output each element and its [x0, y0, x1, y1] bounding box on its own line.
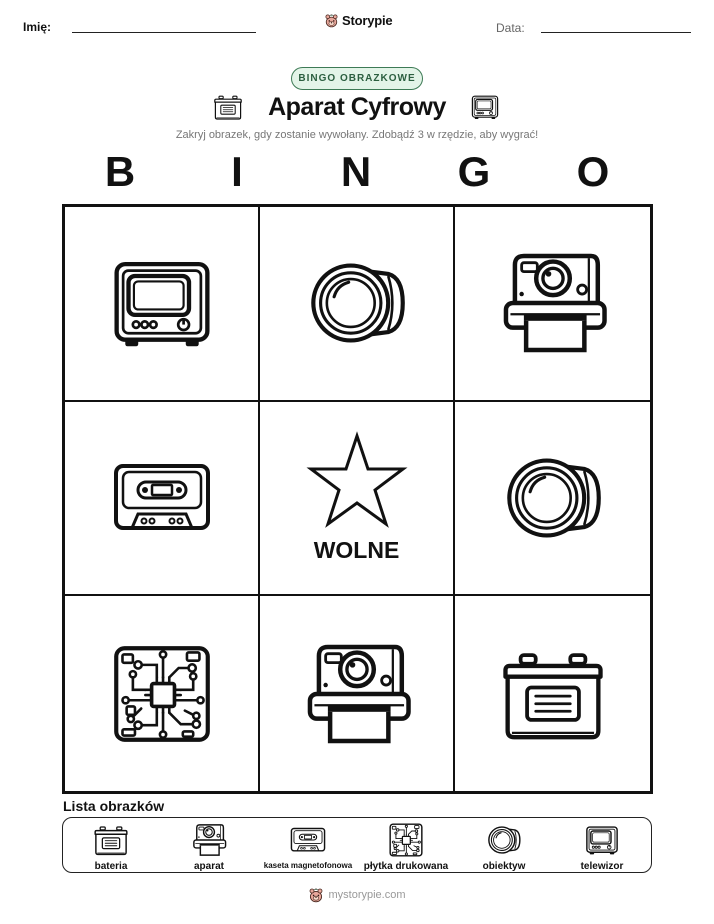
list-item-label: płytka drukowana [363, 861, 449, 872]
list-item: obiektyw [454, 822, 554, 872]
brand-name: Storypie [342, 13, 393, 28]
bingo-cell[interactable] [65, 401, 260, 597]
list-item-label: obiektyw [482, 861, 526, 872]
brand-logo: Storypie [324, 13, 393, 28]
list-item-label: telewizor [580, 861, 624, 872]
footer: mystorypie.com [0, 887, 714, 903]
bingo-cell[interactable] [65, 596, 260, 791]
bingo-letter-o: O [576, 148, 610, 195]
list-item-label: bateria [94, 861, 128, 872]
star-icon [304, 431, 410, 531]
cassette-icon [288, 822, 328, 858]
picture-list: bateria aparat kaseta magnetofonowa płyt… [62, 817, 652, 873]
list-item: płytka drukowana [356, 822, 456, 872]
television-icon [470, 92, 500, 122]
storypie-mascot-icon [308, 887, 324, 903]
date-label: Data: [496, 21, 525, 35]
bingo-cell[interactable] [260, 596, 455, 791]
list-item-label: kaseta magnetofonowa [263, 861, 353, 870]
circuit-board-icon [387, 822, 425, 858]
picture-list-title: Lista obrazków [63, 798, 165, 814]
bingo-letter-b: B [104, 148, 136, 195]
circuit-board-icon [110, 642, 214, 746]
date-line[interactable] [541, 32, 691, 33]
list-item-label: aparat [193, 861, 224, 872]
footer-url[interactable]: mystorypie.com [328, 889, 406, 901]
instant-camera-icon [497, 247, 609, 359]
list-item: bateria [61, 822, 161, 872]
instant-camera-icon [301, 638, 413, 750]
bingo-cell-free[interactable]: WOLNE [260, 401, 455, 597]
list-item: kaseta magnetofonowa [258, 822, 358, 870]
instant-camera-icon [189, 822, 229, 858]
television-icon [106, 249, 218, 357]
bingo-badge: BINGO OBRAZKOWE [291, 67, 423, 90]
bingo-cell[interactable] [455, 402, 650, 597]
bingo-letter-i: I [231, 148, 243, 195]
storypie-mascot-icon [324, 13, 339, 28]
battery-icon [92, 822, 130, 858]
bingo-header: B I N G O [62, 148, 652, 198]
lens-icon [485, 822, 523, 858]
cassette-icon [107, 448, 217, 548]
bingo-cell[interactable] [455, 596, 650, 791]
list-item: telewizor [552, 822, 652, 872]
name-label: Imię: [23, 20, 52, 34]
battery-icon [497, 640, 609, 748]
lens-icon [305, 251, 409, 355]
bingo-cell[interactable] [260, 207, 455, 402]
name-line[interactable] [72, 32, 256, 33]
bingo-cell[interactable] [65, 207, 260, 402]
bingo-letter-g: G [457, 148, 491, 195]
list-item: aparat [159, 822, 259, 872]
page-title: Aparat Cyfrowy [268, 93, 446, 121]
bingo-grid: WOLNE [62, 204, 653, 794]
bingo-letter-n: N [340, 148, 372, 195]
television-icon [582, 822, 622, 858]
lens-icon [501, 446, 605, 550]
page-subtitle: Zakryj obrazek, gdy zostanie wywołany. Z… [175, 129, 539, 141]
bingo-cell[interactable] [455, 207, 650, 402]
free-space-label: WOLNE [313, 537, 400, 564]
